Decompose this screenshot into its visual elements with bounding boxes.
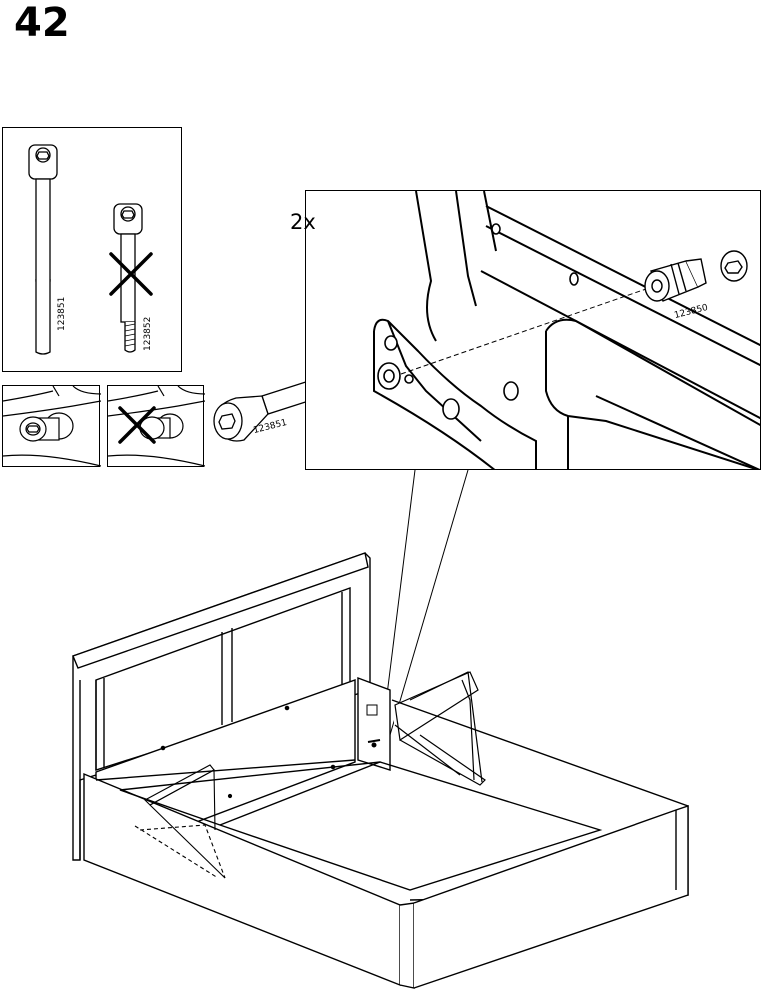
step-number: 42 bbox=[14, 0, 70, 46]
bolt-123850-icon bbox=[644, 258, 707, 302]
wrong-cross-icon bbox=[109, 252, 153, 296]
bolt-head-icon bbox=[19, 412, 74, 442]
correct-installation-panel bbox=[2, 385, 101, 467]
quantity-label: 2x bbox=[290, 210, 316, 234]
cap-icon bbox=[720, 250, 748, 282]
bed-frame bbox=[72, 552, 689, 989]
correct-installation-drawing bbox=[3, 386, 101, 467]
lift-mechanism-left bbox=[134, 764, 226, 879]
detail-zoom-panel: 123850 bbox=[305, 190, 761, 470]
detail-drawing bbox=[373, 191, 760, 469]
screw-comparison-drawing bbox=[28, 144, 153, 355]
lift-mechanism-right bbox=[394, 671, 486, 786]
incorrect-installation-drawing bbox=[108, 386, 205, 467]
screw-comparison-panel: 123851 123852 bbox=[2, 127, 182, 372]
long-screw-icon bbox=[28, 144, 58, 355]
incorrect-installation-panel bbox=[107, 385, 205, 467]
wrong-cross-icon bbox=[118, 406, 156, 444]
